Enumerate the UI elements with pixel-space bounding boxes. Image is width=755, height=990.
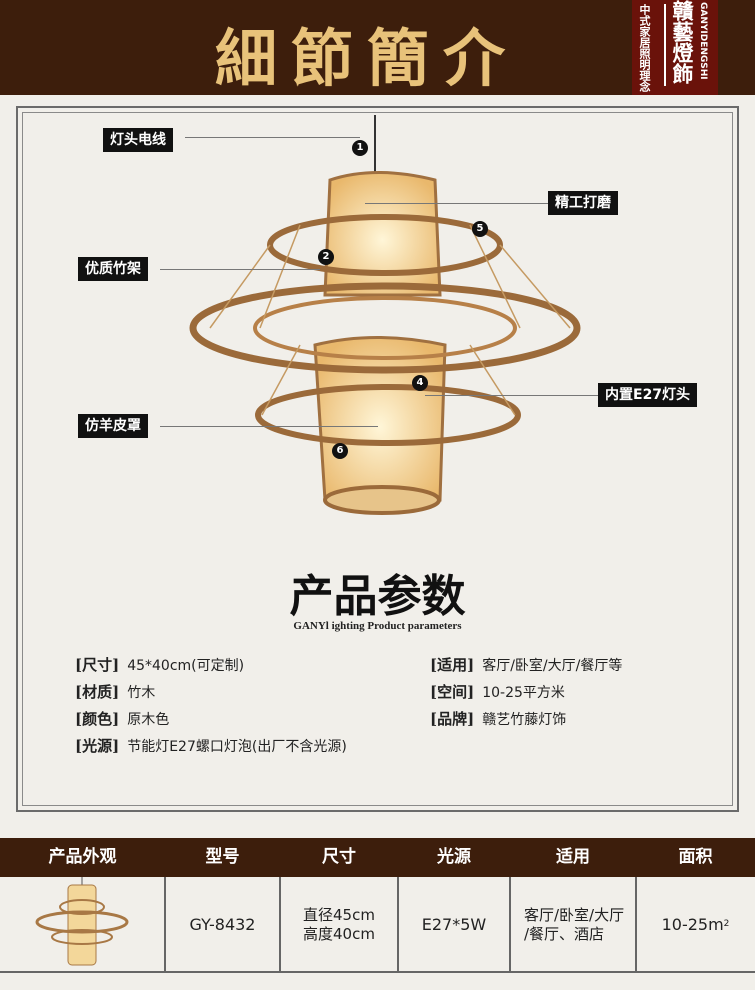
cell-light: E27*5W [421,915,487,934]
cell-use: 客厅/卧室/大厅/餐厅、酒店 [524,905,625,943]
spec-material: [材质]竹木 [75,683,156,701]
product-thumbnail [35,877,129,966]
callout-label: 精工打磨 [548,191,618,215]
callout-label: 优质竹架 [78,257,148,281]
leader-line [160,269,320,270]
spec-light: [光源]节能灯E27螺口灯泡(出厂不含光源) [75,737,347,755]
brand-name: 贛藝燈飾 [670,0,694,84]
spec-use: [适用]客厅/卧室/大厅/餐厅等 [430,656,623,674]
callout-number: 4 [412,375,428,391]
leader-line [425,395,598,396]
callout-label: 灯头电线 [103,128,173,152]
params-title: 产品参数 [289,571,466,622]
decorative-frame [16,106,739,812]
callout-number: 1 [352,140,368,156]
decorative-frame-inner [22,112,733,806]
brand-pinyin: GANYIDENGSHI [698,2,708,80]
callout-number: 2 [318,249,334,265]
leader-line [160,426,378,427]
section-title: 細節簡介 [215,22,520,95]
brand-badge: 中式家居照明理念 贛藝燈飾 GANYIDENGSHI [632,0,718,95]
leader-line [185,137,360,138]
cell-model: GY-8432 [189,915,256,934]
spec-size: [尺寸]45*40cm(可定制) [75,656,245,674]
header-banner [0,0,755,95]
spec-color: [颜色]原木色 [75,710,170,728]
table-header: 产品外观 型号 尺寸 光源 适用 面积 [0,838,755,877]
callout-number: 6 [332,443,348,459]
callout-label: 仿羊皮罩 [78,414,148,438]
spec-brand: [品牌]赣艺竹藤灯饰 [430,710,567,728]
callout-label: 内置E27灯头 [598,383,698,407]
params-subtitle: GANYl ighting Product parameters [293,620,462,632]
brand-slogan: 中式家居照明理念 [638,4,651,92]
spec-space: [空间]10-25平方米 [430,683,565,701]
leader-line [365,203,548,204]
lamp-illustration [189,115,581,515]
callout-number: 5 [472,221,488,237]
